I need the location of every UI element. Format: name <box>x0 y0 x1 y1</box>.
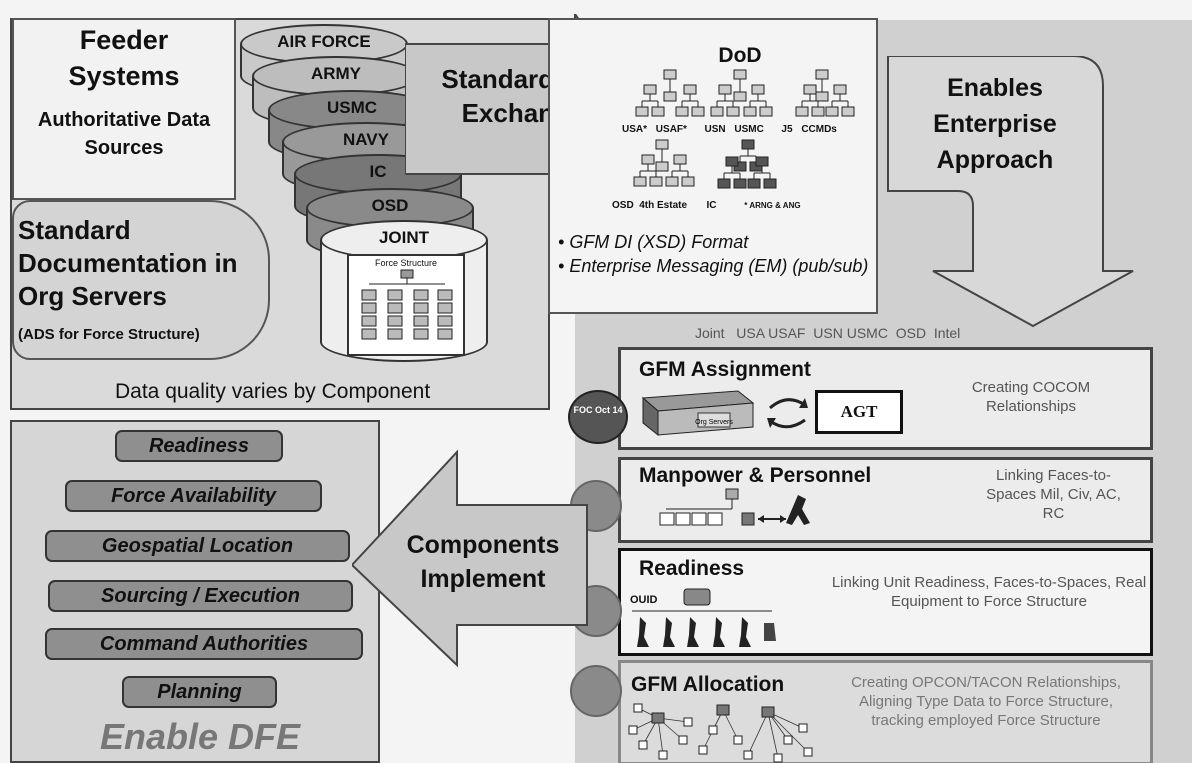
org-label-j5: J5 <box>781 124 793 135</box>
manpower-row: Manpower & Personnel Linking Faces-to-Sp… <box>618 457 1153 543</box>
database-label: ARMY <box>310 64 362 83</box>
database-label: JOINT <box>378 228 430 247</box>
standard-documentation-callout <box>12 200 270 360</box>
bullet-enterprise-messaging: • Enterprise Messaging (EM) (pub/sub) <box>558 256 869 276</box>
org-label-osd: OSD <box>612 200 634 211</box>
sync-arrows-icon <box>767 398 808 429</box>
readiness-desc: Linking Unit Readiness, Faces-to-Spaces,… <box>831 574 1147 610</box>
allocation-dot <box>570 665 622 717</box>
org-label-usaf: USAF* <box>655 124 687 135</box>
org-servers-icon: Org Servers <box>641 390 755 437</box>
force-structure-label: Force Structure <box>374 258 438 268</box>
gfm-assignment-title: GFM Assignment <box>639 358 811 381</box>
data-quality-note: Data quality varies by Component <box>115 380 431 403</box>
readiness-title: Readiness <box>639 557 745 580</box>
ouid-label: OUID <box>630 594 658 606</box>
dod-bullets: • GFM DI (XSD) Format • Enterprise Messa… <box>558 230 876 278</box>
feeder-subtitle: Authoritative Data Sources <box>37 109 211 159</box>
dfe-item-planning: Planning <box>122 676 277 708</box>
gfm-assignment-desc: Creating COCOM Relationships <box>971 379 1091 415</box>
org-label-arng-ang: * ARNG & ANG <box>744 201 801 210</box>
manpower-desc: Linking Faces-to-Spaces Mil, Civ, AC, RC <box>986 467 1121 522</box>
dfe-item-force-availability: Force Availability <box>65 480 322 512</box>
dfe-item-geospatial-location: Geospatial Location <box>45 530 350 562</box>
components-implement-arrow <box>352 450 588 668</box>
allocation-network-icon <box>628 703 813 763</box>
enable-dfe-label: Enable DFE <box>99 716 301 757</box>
dfe-item-readiness: Readiness <box>115 430 283 462</box>
dod-title: DoD <box>718 44 762 67</box>
bullet-gfm-di: • GFM DI (XSD) Format <box>558 232 749 252</box>
force-structure-tree <box>361 269 453 340</box>
force-structure-inset: Force Structure <box>347 254 465 356</box>
org-label-4th-estate: 4th Estate <box>639 200 688 211</box>
database-label: OSD <box>371 196 409 215</box>
dfe-item-sourcing-execution: Sourcing / Execution <box>48 580 353 612</box>
enterprise-label: Enables Enterprise Approach <box>933 74 1057 174</box>
readiness-units-icon <box>632 588 776 647</box>
agt-box: AGT <box>815 390 903 434</box>
feeder-title: Feeder Systems <box>68 25 180 91</box>
foc-badge: FOC Oct 14 <box>568 390 628 444</box>
database-label: AIR FORCE <box>277 32 371 51</box>
standard-doc-subtitle: (ADS for Force Structure) <box>18 326 200 343</box>
database-label: USMC <box>326 98 378 117</box>
components-implement-label: Components Implement <box>406 531 560 593</box>
dod-row2-labels: OSD 4th Estate IC * ARNG & ANG <box>612 200 887 211</box>
components-header: Joint USA USAF USN USMC OSD Intel <box>695 325 961 341</box>
server-label: Org Servers <box>695 419 733 426</box>
org-label-ccmds: CCMDs <box>801 124 837 135</box>
manpower-title: Manpower & Personnel <box>639 464 872 487</box>
database-label: NAVY <box>343 130 389 149</box>
standard-doc-title: Standard Documentation in Org Servers <box>18 215 238 311</box>
database-label: IC <box>369 162 387 181</box>
gfm-allocation-title: GFM Allocation <box>631 673 785 696</box>
org-label-usa: USA* <box>622 124 648 135</box>
dod-row1-labels: USA* USAF* USN USMC J5 CCMDs <box>622 124 882 135</box>
gfm-allocation-desc: Creating OPCON/TACON Relationships, Alig… <box>851 674 1121 729</box>
org-label-ic: IC <box>706 200 717 211</box>
feeder-systems-box: Feeder Systems Authoritative Data Source… <box>12 18 236 200</box>
manpower-org-icon <box>659 488 810 526</box>
enterprise-arrow <box>887 56 1134 328</box>
org-label-usmc: USMC <box>734 124 764 135</box>
dod-panel <box>548 18 878 314</box>
dfe-item-command-authorities: Command Authorities <box>45 628 363 660</box>
org-label-usn: USN <box>704 124 726 135</box>
dod-org-chart <box>633 69 855 189</box>
